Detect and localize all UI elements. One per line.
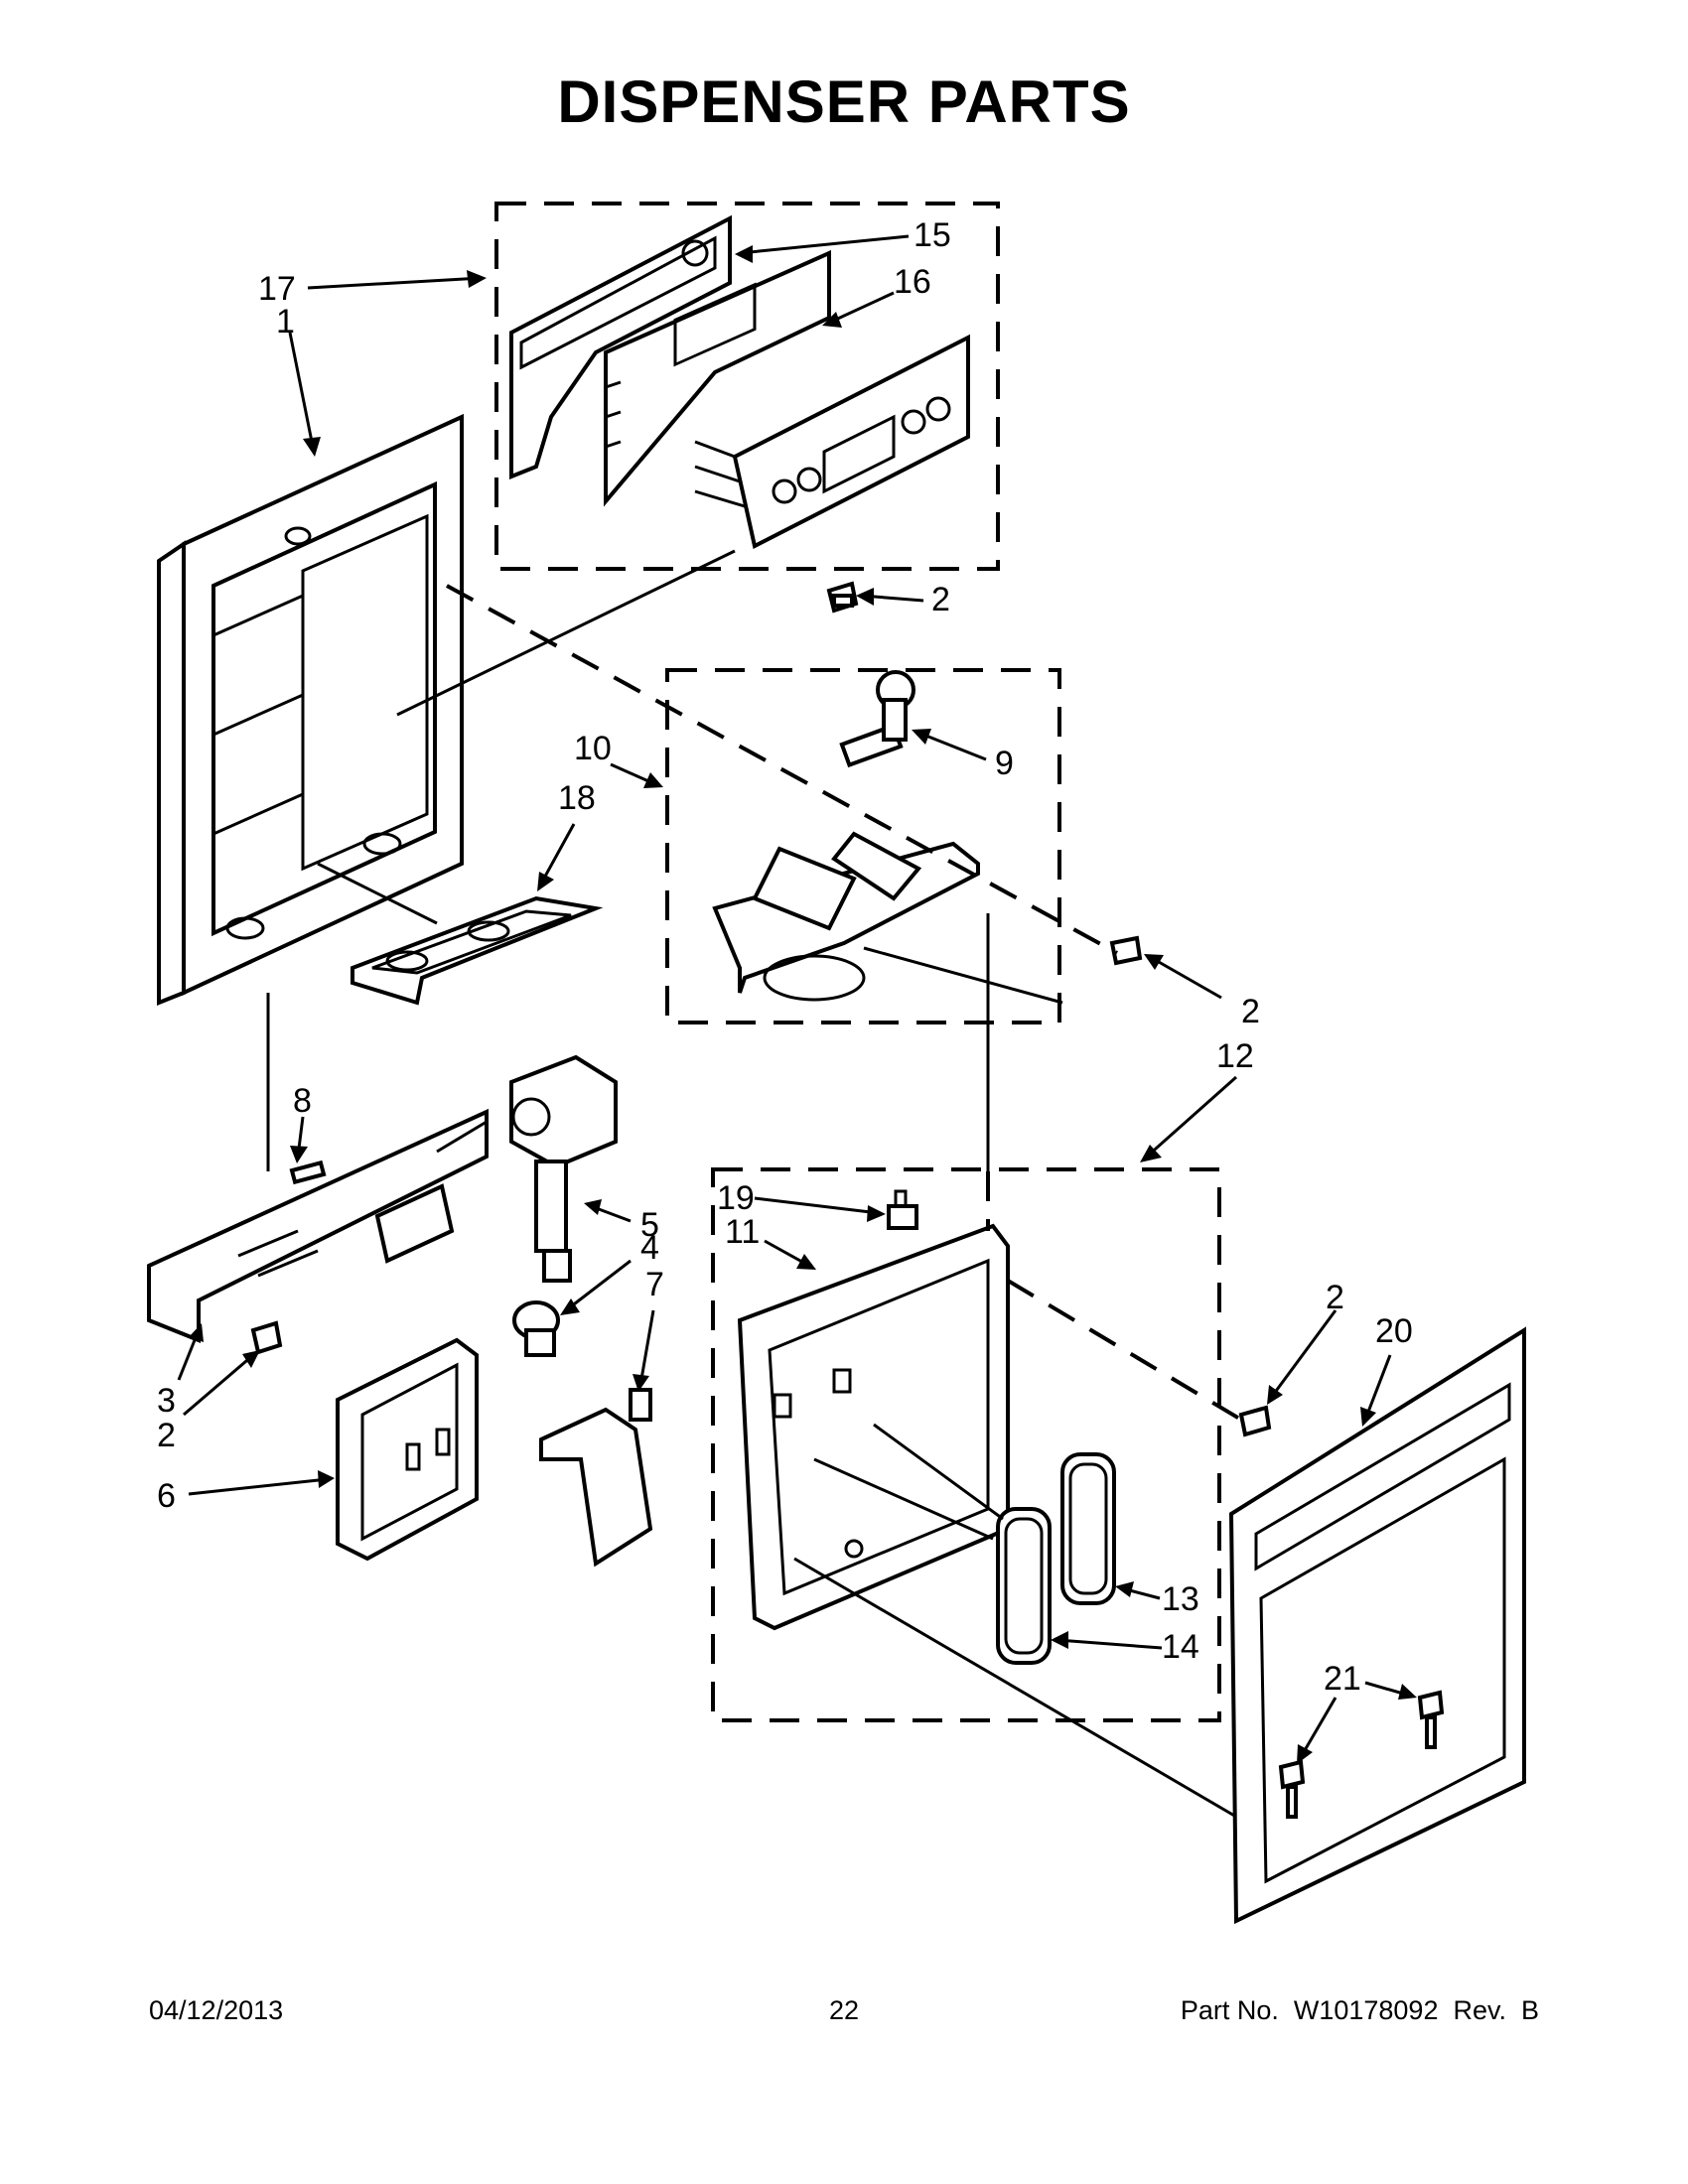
callout-12: 12 [1216,1037,1254,1075]
assembly-lines [266,549,1243,1819]
part-2-screw-left [250,1320,283,1355]
callout-10: 10 [574,730,612,767]
leader-arrows [177,234,1417,1764]
callout-5: 5 [640,1206,659,1244]
footer-page-number: 22 [828,1995,860,2025]
callout-20: 20 [1375,1312,1413,1350]
callout-3: 3 [157,1382,176,1420]
callout-2-left: 2 [157,1417,176,1454]
part-17-control-panel [694,334,970,549]
callout-11: 11 [725,1213,760,1251]
part-15-back-plate [509,214,732,479]
callout-4: 4 [640,1229,659,1267]
part-2-screw-mid [1109,935,1143,966]
part-11-cavity [737,1223,1010,1631]
part-6-paddle [336,1337,479,1562]
part-14-pad [996,1507,1052,1665]
page-title: DISPENSER PARTS [557,68,1131,135]
footer-date: 04/12/2013 [149,1995,284,2025]
callout-2-mid: 2 [1241,993,1260,1030]
part-13-pad [1060,1452,1116,1605]
callout-21: 21 [1324,1660,1361,1698]
callout-1: 1 [276,303,295,341]
part-5-motor [509,1054,618,1283]
callout-19: 19 [717,1179,755,1217]
group-box-17 [494,202,1000,571]
callout-18: 18 [558,779,596,817]
part-21-screws [1278,1690,1445,1819]
callout-17: 17 [258,270,296,308]
part-9-water-fitting [839,670,915,768]
callout-9: 9 [995,745,1014,782]
callout-15: 15 [914,216,951,254]
callout-2-top: 2 [931,581,950,618]
part-2-screw-top [826,581,859,614]
part-4-actuator [512,1300,560,1357]
callout-2-right: 2 [1326,1279,1344,1316]
part-19-switch [887,1189,918,1230]
callout-16: 16 [894,263,931,301]
callout-14: 14 [1162,1628,1199,1666]
part-8-screw [289,1160,327,1185]
part-1-housing [157,413,464,1006]
callout-13: 13 [1162,1580,1199,1618]
part-2-screw-right [1238,1405,1272,1437]
part-10-ice-chute [712,831,980,1002]
callout-6: 6 [157,1477,176,1515]
callout-8: 8 [293,1082,312,1120]
group-box-12 [711,1167,1221,1722]
part-16-control-board [604,249,831,507]
callout-7: 7 [645,1266,664,1303]
part-20-trim-panel [1228,1326,1526,1925]
footer-part-number: Part No. W10178092 Rev. B [1180,1995,1539,2025]
group-box-10 [665,668,1061,1024]
part-7-lever [539,1388,653,1568]
part-18-drip-tray [351,895,604,1006]
part-3-bracket [147,1108,489,1343]
